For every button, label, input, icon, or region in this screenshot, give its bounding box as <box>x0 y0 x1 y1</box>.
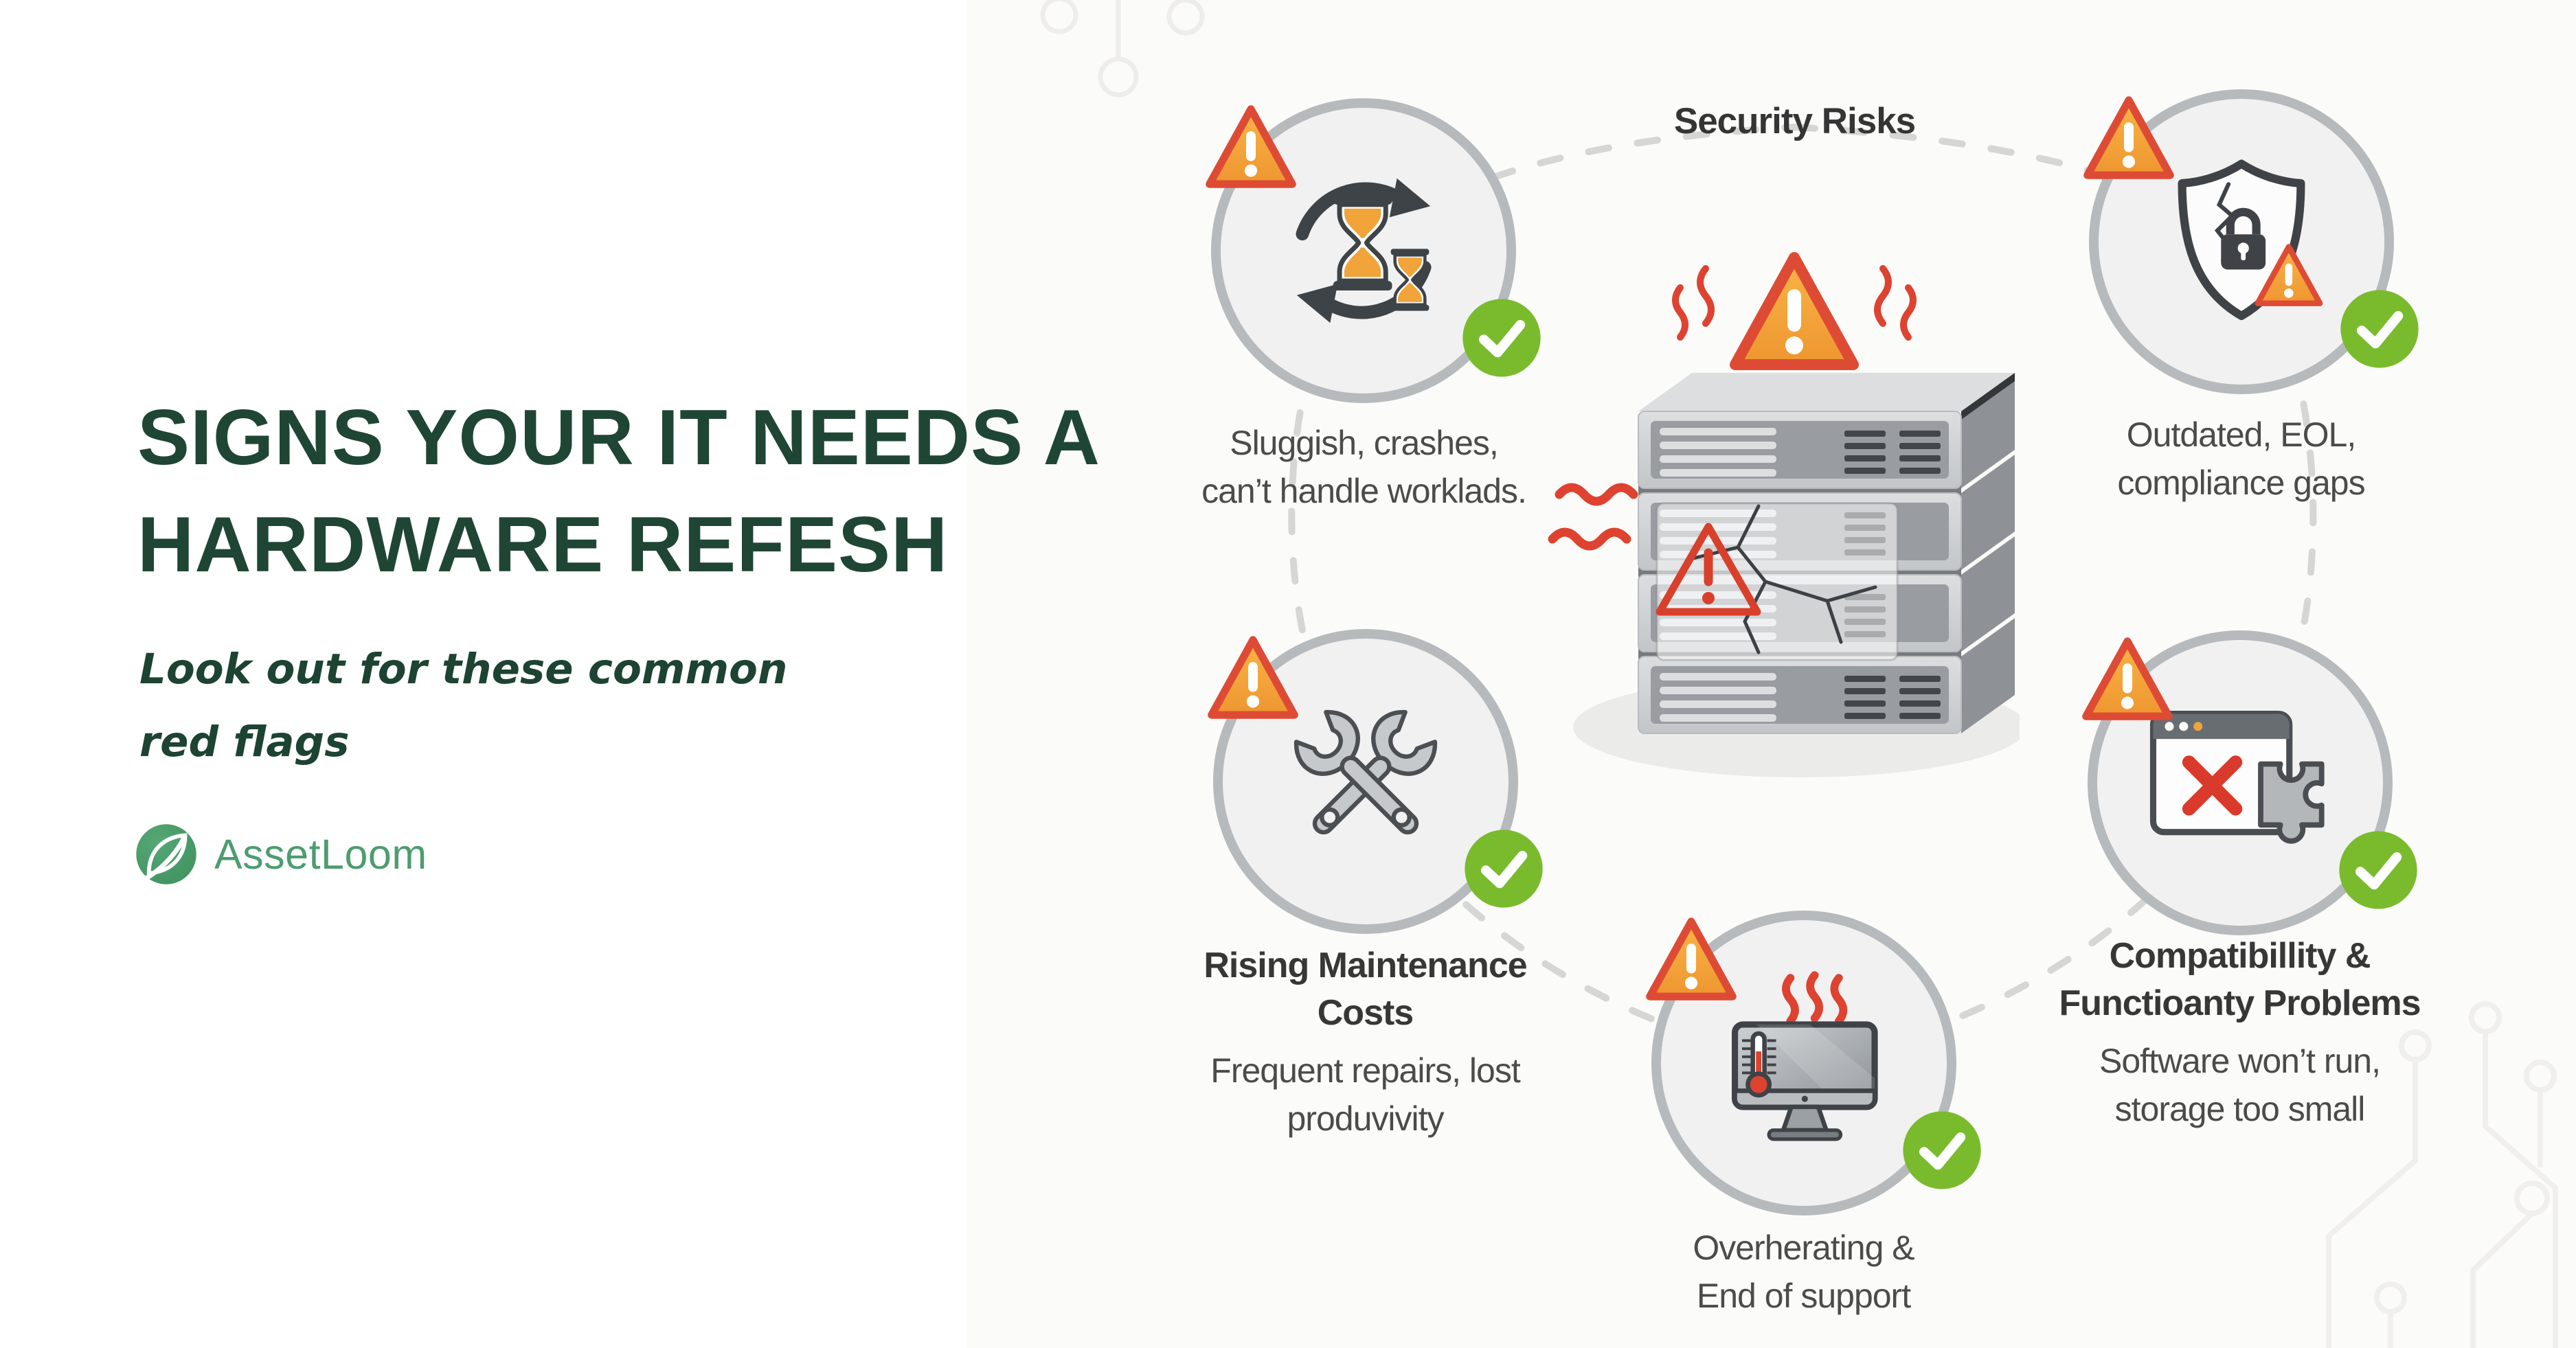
server-stack-illustration <box>1548 230 2020 777</box>
maintenance-caption: Rising Maintenance Costs Frequent repair… <box>1144 942 1587 1143</box>
node-security <box>2089 89 2394 394</box>
heat-waves-icon <box>1672 265 1917 341</box>
overheating-monitor-icon <box>1732 971 1878 1141</box>
crossed-wrenches-icon <box>1276 692 1455 871</box>
crack-warning-icon <box>1656 502 1899 661</box>
warning-triangle-icon <box>2081 93 2177 182</box>
caption-line: Sluggish, crashes, <box>1230 424 1499 462</box>
check-circle-icon <box>2338 830 2419 911</box>
title-line-1: SIGNS YOUR IT NEEDS A <box>137 394 1100 481</box>
caption-line: storage too small <box>2114 1090 2366 1128</box>
caption-line: can’t handle worklads. <box>1201 472 1527 510</box>
security-risks-label: Security Risks <box>1673 101 1916 141</box>
caption-title-line: Functioanty Problems <box>2059 983 2421 1023</box>
security-caption: Outdated, EOL, compliance gaps <box>2020 411 2463 507</box>
node-overheating <box>1651 911 1956 1215</box>
node-maintenance <box>1213 629 1518 934</box>
subtitle-line-1: Look out for these common <box>139 645 788 694</box>
assetloom-leaf-icon <box>136 824 196 884</box>
check-circle-icon <box>1461 297 1542 378</box>
warning-triangle-icon <box>1203 102 1299 191</box>
caption-line: End of support <box>1696 1277 1911 1315</box>
compatibility-caption: Compatibillity & Functioanty Problems So… <box>2018 933 2461 1133</box>
caption-line: produvivity <box>1287 1099 1445 1138</box>
caption-line: Software won’t run, <box>2099 1042 2381 1080</box>
subtitle: Look out for these common red flags <box>139 633 787 779</box>
node-compatibility <box>2088 630 2393 935</box>
caption-title-line: Costs <box>1317 993 1414 1033</box>
overheating-caption: Overherating & End of support <box>1582 1224 2025 1320</box>
node-performance <box>1211 98 1516 403</box>
caption-line: compliance gaps <box>2117 464 2365 502</box>
caption-line: Frequent repairs, lost <box>1210 1051 1520 1090</box>
title-line-2: HARDWARE REFESH <box>137 501 949 589</box>
server-warning-icon <box>1735 258 1853 365</box>
warning-triangle-icon <box>1205 633 1301 722</box>
brand-name: AssetLoom <box>214 831 427 878</box>
cracked-shield-lock-icon <box>2178 159 2334 321</box>
hourglass-cycle-icon <box>1296 178 1432 323</box>
caption-line: Overherating & <box>1693 1229 1914 1267</box>
browser-error-puzzle-icon <box>2149 711 2325 844</box>
caption-title-line: Rising Maintenance <box>1204 946 1527 985</box>
check-circle-icon <box>1463 828 1544 909</box>
warning-triangle-icon <box>2079 635 2176 723</box>
check-circle-icon <box>2339 288 2420 369</box>
circuit-decoration-bottom-right <box>2326 1001 2558 1348</box>
warning-triangle-icon <box>1643 915 1739 1003</box>
performance-caption: Sluggish, crashes, can’t handle worklads… <box>1142 419 1585 515</box>
brand-logo: AssetLoom <box>135 823 427 886</box>
subtitle-line-2: red flags <box>139 718 350 766</box>
caption-title-line: Compatibillity & <box>2109 936 2371 976</box>
circuit-decoration-top <box>1040 0 1205 98</box>
page-title: SIGNS YOUR IT NEEDS A HARDWARE REFESH <box>137 385 1100 599</box>
check-circle-icon <box>1901 1110 1982 1191</box>
caption-line: Outdated, EOL, <box>2126 415 2356 454</box>
